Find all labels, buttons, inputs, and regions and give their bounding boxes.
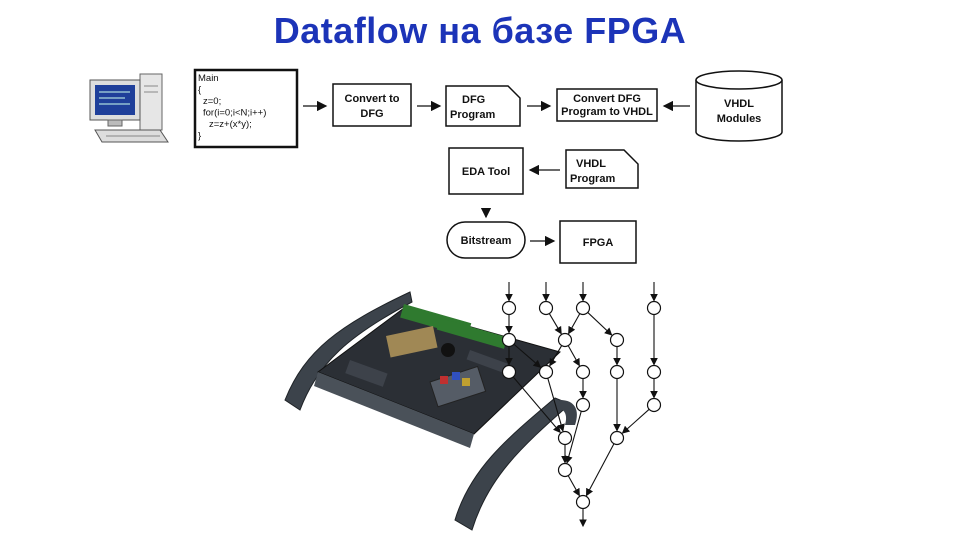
vhdl-program-label-2: Program — [570, 173, 615, 185]
dfg-node — [609, 364, 625, 380]
slide-title: Dataflow на базе FPGA — [273, 10, 687, 51]
code-line: } — [198, 131, 201, 142]
convert-to-dfg-box: Convert to DFG — [332, 83, 412, 127]
code-line: z=z+(x*y); — [209, 119, 252, 130]
vhdl-modules-label-2: Modules — [717, 113, 762, 125]
dfg-node — [501, 332, 517, 348]
dfg-node — [538, 300, 554, 316]
dfg-program-label-2: Program — [450, 109, 495, 121]
dfg-node — [646, 364, 662, 380]
convert-label-1: Convert to — [345, 93, 400, 105]
code-line: { — [198, 85, 201, 96]
dfg-edge — [565, 411, 582, 464]
dfg-edge — [513, 343, 542, 368]
vhdl-modules-cylinder: VHDL Modules — [695, 70, 783, 142]
dfg-program-doc: DFG Program — [445, 85, 521, 127]
vhdl-program-label-1: VHDL — [576, 158, 606, 170]
convert-vhdl-label-2: Program to VHDL — [561, 106, 653, 118]
vhdl-program-doc: VHDL Program — [565, 149, 639, 189]
convert-to-vhdl-box: Convert DFG Program to VHDL — [556, 88, 658, 122]
code-box: Main{z=0;for(i=0;i<N;i++)z=z+(x*y);} — [193, 68, 299, 149]
dfg-node — [557, 430, 573, 446]
dfg-edge — [547, 378, 565, 432]
flow-arrows — [303, 100, 690, 247]
eda-tool-label: EDA Tool — [462, 166, 510, 178]
dfg-node — [575, 494, 591, 510]
dfg-node — [501, 364, 517, 380]
code-line: Main — [198, 73, 219, 84]
dfg-node — [538, 364, 554, 380]
vhdl-modules-label-1: VHDL — [724, 98, 754, 110]
dfg-node — [646, 397, 662, 413]
desktop-computer-icon — [89, 73, 169, 143]
dfg-edge — [567, 345, 580, 367]
dfg-node — [557, 332, 573, 348]
convert-label-2: DFG — [360, 108, 383, 120]
dfg-edge — [568, 313, 581, 335]
dfg-node — [575, 397, 591, 413]
dfg-edge — [587, 312, 613, 336]
eda-tool-box: EDA Tool — [448, 147, 524, 195]
fpga-board-photo — [284, 291, 577, 531]
dfg-edge — [567, 475, 580, 497]
dfg-node — [609, 430, 625, 446]
dfg-edge — [621, 408, 650, 434]
bitstream-box: Bitstream — [446, 221, 526, 259]
dfg-node — [557, 462, 573, 478]
dfg-node — [501, 300, 517, 316]
dfg-node — [609, 332, 625, 348]
svg-text:Main{z=0;for(i=0;i<N;i++)z=z+(: Main{z=0;for(i=0;i<N;i++)z=z+(x*y);} — [198, 73, 266, 142]
code-line: for(i=0;i<N;i++) — [203, 108, 266, 119]
fpga-box: FPGA — [559, 220, 637, 264]
dfg-node — [646, 300, 662, 316]
bitstream-label: Bitstream — [461, 235, 512, 247]
dfg-edge — [548, 313, 562, 335]
convert-vhdl-label-1: Convert DFG — [573, 93, 641, 105]
dfg-edge — [549, 345, 563, 367]
code-line: z=0; — [203, 96, 221, 107]
dfg-node — [575, 364, 591, 380]
dfg-edge — [512, 376, 561, 434]
dfg-graph — [501, 282, 662, 528]
fpga-label: FPGA — [583, 237, 614, 249]
dfg-program-label-1: DFG — [462, 94, 485, 106]
dfg-node — [575, 300, 591, 316]
dfg-edge — [586, 443, 615, 497]
